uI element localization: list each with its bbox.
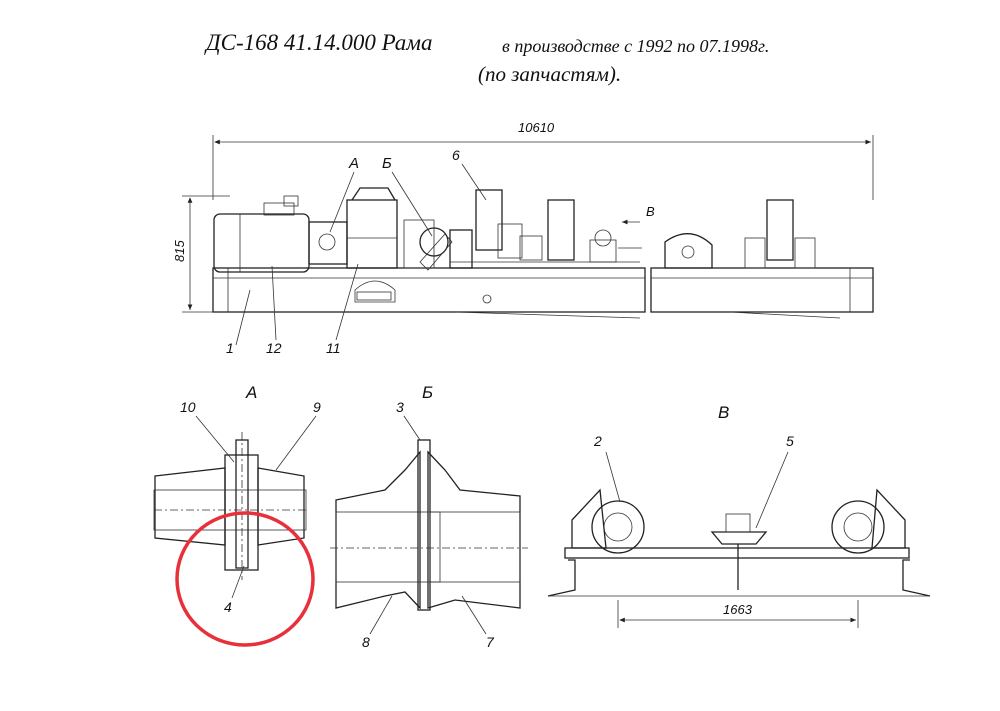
production-period: в производстве с 1992 по 07.1998г. [502, 36, 770, 56]
section-v: В 1663 2 5 [547, 403, 931, 628]
section-b-title: Б [422, 383, 433, 402]
height-dim-label: 815 [172, 240, 187, 262]
view-a-callout: А [348, 155, 359, 172]
frame-beam-right [650, 267, 874, 313]
part-label-2: 2 [593, 433, 602, 449]
view-b-callout: Б [382, 155, 392, 172]
wheel-span-label: 1663 [723, 602, 753, 617]
part-label-8: 8 [362, 634, 370, 650]
part-label-12: 12 [266, 340, 282, 356]
reducer [346, 199, 398, 269]
drive-unit-6 [475, 189, 503, 251]
drawing-title: ДС-168 41.14.000 Рама [206, 30, 433, 55]
part-label-4: 4 [224, 599, 232, 615]
motor [213, 213, 310, 273]
part-label-5: 5 [786, 433, 794, 449]
overall-length-label: 10610 [518, 120, 555, 135]
part-label-3: 3 [396, 399, 404, 415]
section-v-title: В [718, 403, 729, 422]
section-a-title: А [245, 383, 257, 402]
part-label-10: 10 [180, 399, 196, 415]
part-label-6: 6 [452, 147, 460, 163]
main-side-view: 10610 815 [172, 120, 874, 356]
section-b: Б 3 8 7 [330, 383, 528, 650]
spare-parts-note: (по запчастям). [478, 62, 622, 86]
part-label-11: 11 [326, 340, 341, 356]
part-label-9: 9 [313, 399, 321, 415]
view-v-arrow-label: В [646, 204, 655, 219]
part-label-7: 7 [486, 634, 495, 650]
highlight-circle-part-4 [175, 511, 315, 647]
frame-beam-left [212, 267, 646, 313]
part-label-1: 1 [226, 340, 234, 356]
section-a: А 10 9 4 [153, 383, 321, 647]
